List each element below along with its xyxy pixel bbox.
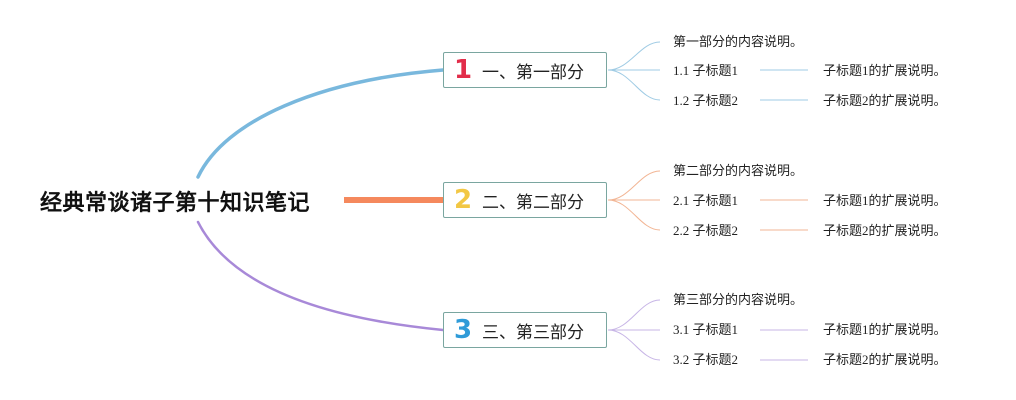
section-1-item-1-note[interactable]: 子标题1的扩展说明。: [823, 63, 947, 78]
section-2-description[interactable]: 第二部分的内容说明。: [673, 163, 804, 178]
section-3-item-1-note[interactable]: 子标题1的扩展说明。: [823, 322, 947, 337]
section-1-item-2-note[interactable]: 子标题2的扩展说明。: [823, 93, 947, 108]
section-2-item-2-note[interactable]: 子标题2的扩展说明。: [823, 223, 947, 238]
section-1-label: 一、第一部分: [482, 62, 584, 83]
section-2-number: 2: [453, 185, 473, 215]
section-2-node[interactable]: 2 二、第二部分: [443, 182, 607, 218]
section-3-label: 三、第三部分: [482, 322, 584, 343]
section-3-number: 3: [453, 315, 473, 345]
section-2-item-1[interactable]: 2.1 子标题1: [673, 193, 739, 208]
section-2-subbranches: [607, 170, 808, 231]
section-3-item-1[interactable]: 3.1 子标题1: [673, 322, 739, 337]
central-topic[interactable]: 经典常谈诸子第十知识笔记: [40, 191, 311, 216]
branch-line-1: [196, 68, 445, 179]
section-1-item-1[interactable]: 1.1 子标题1: [673, 63, 739, 78]
section-2-item-2[interactable]: 2.2 子标题2: [673, 223, 739, 238]
section-3-item-2-note[interactable]: 子标题2的扩展说明。: [823, 352, 947, 367]
section-3-description[interactable]: 第三部分的内容说明。: [673, 292, 804, 307]
section-1-item-2[interactable]: 1.2 子标题2: [673, 93, 739, 108]
branch-line-3: [196, 220, 445, 332]
section-2-item-1-note[interactable]: 子标题1的扩展说明。: [823, 193, 947, 208]
section-2-label: 二、第二部分: [482, 192, 584, 213]
section-3-node[interactable]: 3 三、第三部分: [443, 312, 607, 348]
section-3-subbranches: [607, 299, 808, 361]
section-1-number: 1: [453, 55, 473, 85]
section-1-node[interactable]: 1 一、第一部分: [443, 52, 607, 88]
section-1-subbranches: [607, 41, 808, 101]
section-1-description[interactable]: 第一部分的内容说明。: [673, 34, 804, 49]
section-3-item-2[interactable]: 3.2 子标题2: [673, 352, 739, 367]
